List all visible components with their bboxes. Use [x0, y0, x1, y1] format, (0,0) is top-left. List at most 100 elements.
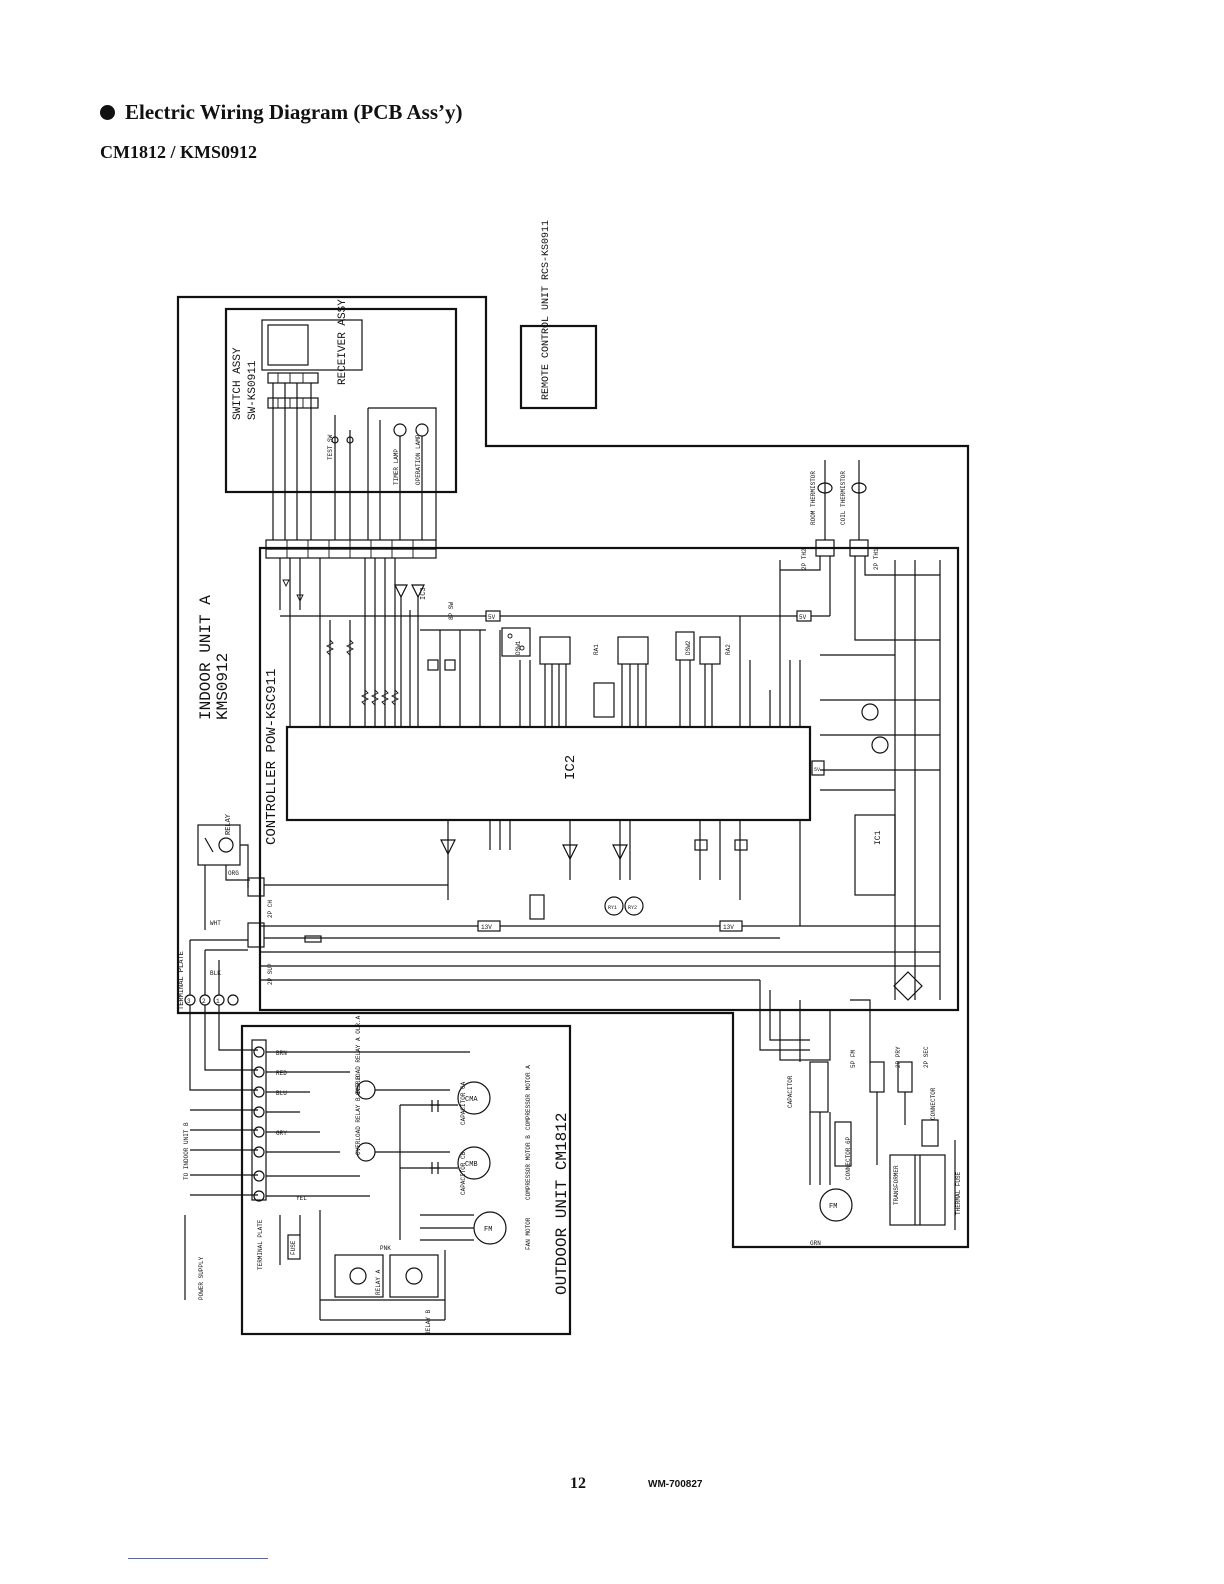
- ry1-label: RY1: [608, 905, 617, 911]
- conn-8p-sw: 8P SW: [448, 602, 455, 620]
- conn-2p-pry: 2P PRY: [895, 1046, 902, 1068]
- power-supply-label: POWER SUPPLY: [198, 1256, 205, 1300]
- page-number: 12: [570, 1475, 586, 1492]
- outdoor-wiring: CMA CMB FM: [266, 1051, 507, 1321]
- wire-tag-blu: BLU: [276, 1090, 287, 1097]
- wire-tag-pnk: PNK: [380, 1245, 391, 1252]
- conn-box: [921, 1119, 939, 1147]
- ry1-coil: [604, 896, 624, 916]
- indoor-model-label: KMS0912: [214, 653, 232, 720]
- indoor-relay: [197, 824, 780, 948]
- conn-2p-ch: 2P CH: [267, 900, 274, 918]
- remocon-amp-ic: [267, 324, 309, 366]
- controller-label: CONTROLLER POW-KSC911: [264, 669, 280, 845]
- terminal-plate-label: TERMINAL PLATE: [178, 951, 186, 1010]
- ra1-array: [539, 636, 571, 665]
- diagram-title: Electric Wiring Diagram (PCB Ass’y): [125, 100, 463, 124]
- indoor-unit-label: INDOOR UNIT A: [197, 595, 215, 720]
- controller-board: [258, 546, 960, 1012]
- indoor-terminal-plate: 3 2 1: [184, 939, 258, 1300]
- wire-tag-wht: WHT: [210, 920, 221, 927]
- ry2-label: RY2: [628, 905, 637, 911]
- dsw2-switch: [675, 631, 695, 661]
- compressor-b-label: COMPRESSOR MOTOR B: [525, 1135, 532, 1200]
- conn-2p-th1: 2P TH1: [873, 548, 880, 570]
- overload-b-label: OVERLOAD RELAY B OLR.B: [355, 1075, 362, 1155]
- test-sw-label: TEST SW: [327, 434, 334, 460]
- fm-indoor-label: FM: [829, 1203, 837, 1211]
- switch-assy-model: SW-KS0911: [247, 360, 259, 420]
- ic2-chip: [285, 725, 812, 822]
- room-thermistor-label: ROOM THERMISTOR: [810, 471, 817, 525]
- outdoor-fuse: [287, 1234, 301, 1260]
- compressor-b-motor: [457, 1146, 491, 1180]
- relay-b-box: [389, 1254, 439, 1298]
- fuse-label: FUSE: [290, 1240, 297, 1255]
- dsw1-label: DSW1: [515, 640, 522, 655]
- switch-assy-label: SWITCH ASSY: [232, 347, 244, 420]
- cma-label: CMA: [465, 1096, 478, 1104]
- wire-tag-grn: GRN: [810, 1240, 821, 1247]
- compressor-a-label: COMPRESSOR MOTOR A: [525, 1065, 532, 1130]
- relay-a-label: RELAY A: [375, 1269, 382, 1295]
- conn-2p-sec: 2P SEC: [923, 1046, 930, 1068]
- indoor-unit-outline: [176, 295, 970, 1249]
- ra1-label: RA1: [593, 644, 600, 655]
- relay-a-box: [334, 1254, 384, 1298]
- conn-2p-th2: 2P TH2: [801, 548, 808, 570]
- wire-tag-brn: BRN: [276, 1050, 287, 1057]
- svg-text:3: 3: [187, 998, 191, 1005]
- outdoor-terminal-strip: [251, 1039, 267, 1202]
- capacitor-cb-label: CAPACITOR CB: [460, 1151, 467, 1195]
- fm-outdoor-label: FM: [484, 1226, 492, 1234]
- transformer-label: TRANSFORMER: [893, 1165, 900, 1205]
- outdoor-unit-box: [240, 1024, 572, 1336]
- indoor-power-section: FM: [759, 980, 956, 1230]
- switch-assy-box: [224, 307, 458, 494]
- indoor-fan-motor: [819, 1188, 853, 1222]
- ra2-label: RA2: [725, 644, 732, 655]
- ra-array-2: [617, 636, 649, 665]
- transformer-core: [889, 1154, 946, 1226]
- timer-lamp-label: TIMER LAMP: [393, 449, 400, 485]
- ic1-label: IC1: [874, 830, 883, 845]
- document-code: WM-700827: [648, 1479, 703, 1490]
- buzzer-bz: [529, 894, 545, 920]
- overload-a-label: OVERLOAD RELAY A OLR.A: [355, 1015, 362, 1095]
- wire-tag-red: RED: [276, 1070, 287, 1077]
- wire-tag-yel: YEL: [296, 1195, 307, 1202]
- connector-8p-sw: [265, 539, 437, 559]
- conn-5p-fm: 5P FM: [850, 1050, 857, 1068]
- coil-thermistor-label: COIL THERMISTOR: [840, 471, 847, 525]
- section-heading: Electric Wiring Diagram (PCB Ass’y): [100, 100, 463, 125]
- ra2-array: [699, 636, 721, 665]
- bus-13v-label-b: 13V: [723, 924, 734, 931]
- ic3-label: IC3: [420, 587, 428, 600]
- bus-5v-label-a: 5V: [488, 614, 496, 621]
- relay-b-label: RELAY B: [425, 1309, 432, 1335]
- conn-5p-fm-box: [809, 1061, 829, 1113]
- ry2-coil: [624, 896, 644, 916]
- connector-label: CONNECTOR: [930, 1087, 937, 1120]
- capacitor-label: CAPACITOR: [787, 1075, 794, 1108]
- connector-6p-label: CONNECTOR 6P: [845, 1136, 852, 1180]
- dsw1-switch: [501, 627, 531, 657]
- conn-2p-sup: 2P SUP: [267, 963, 274, 985]
- receiver-assy-label: RECEIVER ASSY: [337, 299, 349, 385]
- relay-label: RELAY: [225, 813, 233, 835]
- wire-tag-blk: BLK: [210, 970, 221, 977]
- to-indoor-unit-b-label: TO INDOOR UNIT B: [183, 1122, 190, 1180]
- wire-tag-org: ORG: [228, 870, 239, 877]
- outdoor-terminal-label: TERMINAL PLATE: [257, 1219, 264, 1270]
- wire-tag-gry: GRY: [276, 1130, 287, 1137]
- bus-13v-label-a: 13V: [481, 924, 492, 931]
- conn-6p-box: [834, 1121, 852, 1167]
- bus-5v-label-c: 5V: [814, 767, 820, 773]
- fan-motor-label: FAN MOTOR: [525, 1217, 532, 1250]
- ic2-label: IC2: [563, 755, 579, 780]
- remote-control-box: [519, 324, 598, 410]
- svg-text:2: 2: [202, 998, 206, 1005]
- bullet-icon: [100, 105, 115, 120]
- outdoor-unit-label: OUTDOOR UNIT CM1812: [553, 1113, 571, 1295]
